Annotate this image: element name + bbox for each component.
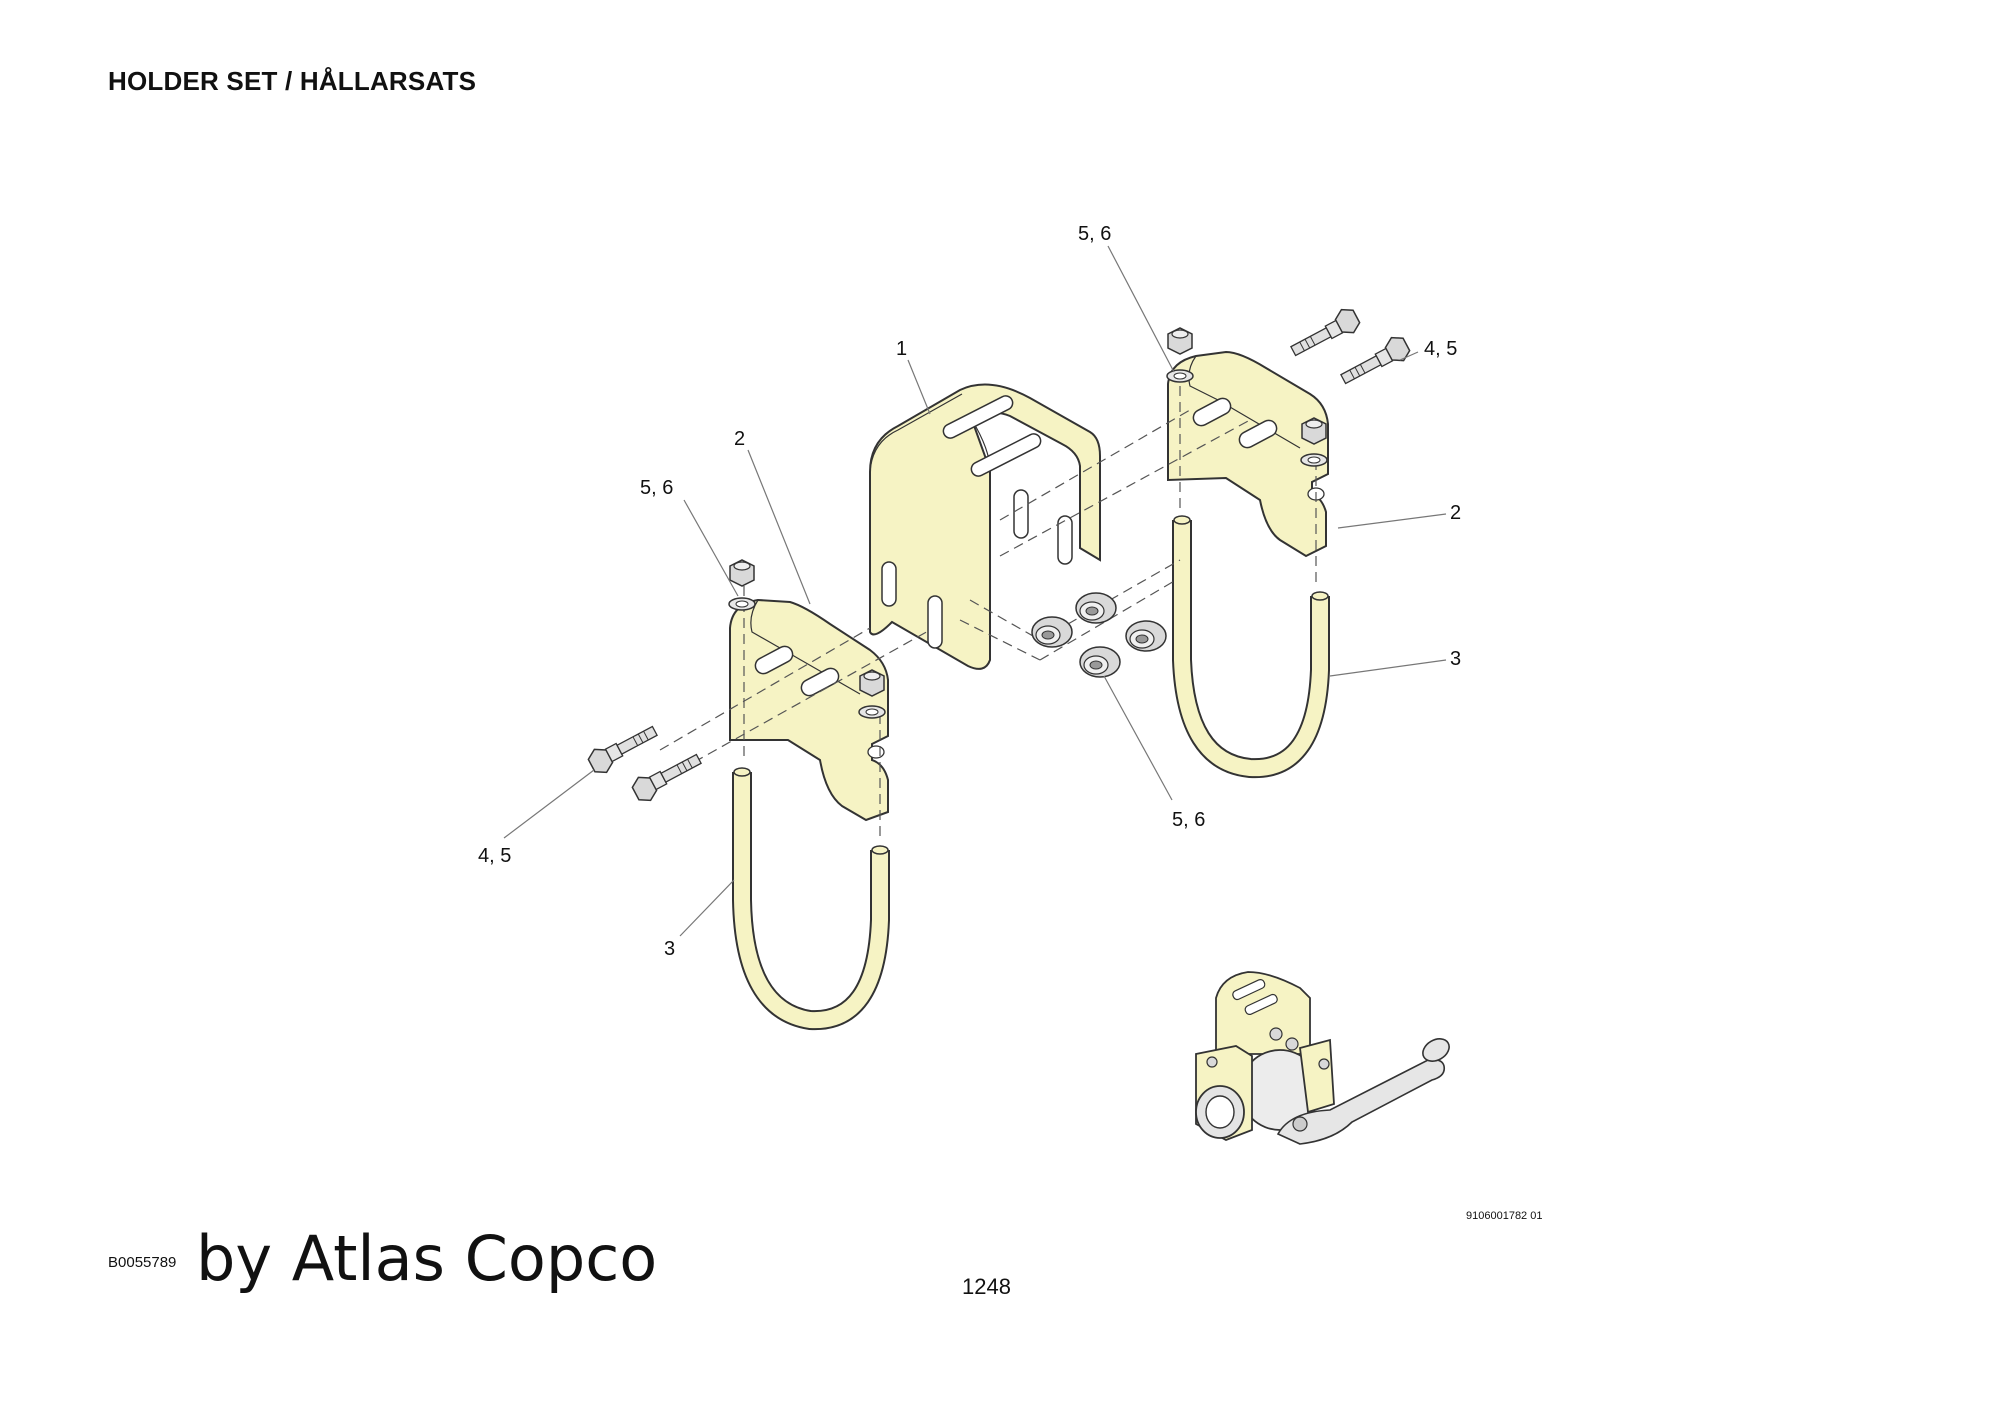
main-bracket [869,383,1101,670]
nut-left-front [859,669,885,697]
bolt-right-upper [1285,304,1364,363]
page-title: HOLDER SET / HÅLLARSATS [108,66,477,96]
callout-2-right: 2 [1450,502,1461,524]
callout-45-left: 4, 5 [478,845,511,867]
u-bolt-right [1172,515,1330,779]
washer-left-top [728,597,756,611]
nut-left-top [729,559,755,587]
callout-2-left: 2 [734,428,745,450]
callout-3-right: 3 [1450,648,1461,670]
bolt-right-lower [1335,332,1414,391]
rubber-insert-1 [1031,616,1073,648]
u-bolt-left [732,767,890,1031]
clamp-holder-right [1167,350,1329,558]
callout-56-center: 5, 6 [1172,809,1205,831]
drawing-number: 9106001782 01 [1466,1210,1543,1222]
rubber-insert-3 [1079,646,1121,678]
brand-watermark: by Atlas Copco [196,1222,658,1295]
leader-lines [503,245,1447,937]
washer-right-top [1166,369,1194,383]
washer-left-front [858,705,886,719]
callout-56-left: 5, 6 [640,477,673,499]
callout-1: 1 [896,338,907,360]
washer-right-front [1300,453,1328,467]
rubber-insert-4 [1125,620,1167,652]
nut-right-front [1301,417,1327,445]
page-number: 1248 [962,1274,1011,1299]
nut-right-top [1167,327,1193,355]
assembled-view [1195,971,1450,1145]
rubber-insert-2 [1075,592,1117,624]
callout-56-top: 5, 6 [1078,223,1111,245]
callout-45-right: 4, 5 [1424,338,1457,360]
bolt-left-lower [628,747,707,806]
callout-3-left: 3 [664,938,675,960]
document-code: B0055789 [108,1254,177,1271]
bolt-left-upper [584,719,663,778]
